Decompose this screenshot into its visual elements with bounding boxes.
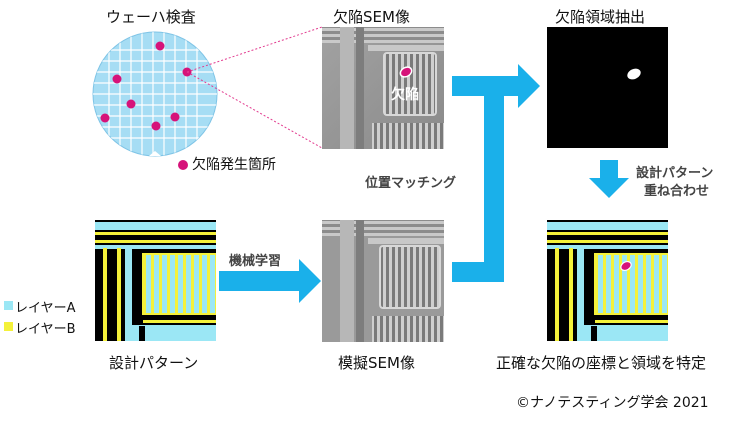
matching-arrow-label: 位置マッチング (365, 176, 457, 191)
defect-legend-dot (178, 160, 188, 170)
design-pattern-image (95, 220, 216, 341)
layer-b-label: レイヤーB (15, 322, 76, 337)
wafer-map (92, 31, 218, 157)
overlay-arrow-label-2: 重ね合わせ (644, 184, 710, 199)
defect-extraction-title: 欠陥領域抽出 (555, 8, 646, 26)
ml-arrow-label: 機械学習 (229, 254, 282, 269)
simulated-sem-title: 模擬SEM像 (338, 354, 415, 372)
layer-b-swatch (4, 322, 13, 331)
wafer-inspection-title: ウェーハ検査 (106, 8, 196, 26)
defect-sem-image (322, 27, 444, 149)
result-overlay-image (547, 220, 668, 341)
defect-sem-title: 欠陥SEM像 (333, 8, 410, 26)
result-title: 正確な欠陥の座標と領域を特定 (496, 354, 707, 372)
simulated-sem-image (322, 220, 444, 342)
layer-a-swatch (4, 301, 13, 310)
defect-overlay-label: 欠陥 (391, 87, 419, 103)
layer-a-label: レイヤーA (15, 301, 76, 316)
defect-legend-label: 欠陥発生箇所 (192, 157, 276, 173)
copyright: ©ナノテスティング学会 2021 (516, 395, 709, 411)
overlay-arrow-label-1: 設計パターン (636, 166, 714, 181)
defect-extraction-image (547, 27, 668, 148)
design-pattern-title: 設計パターン (109, 354, 199, 372)
